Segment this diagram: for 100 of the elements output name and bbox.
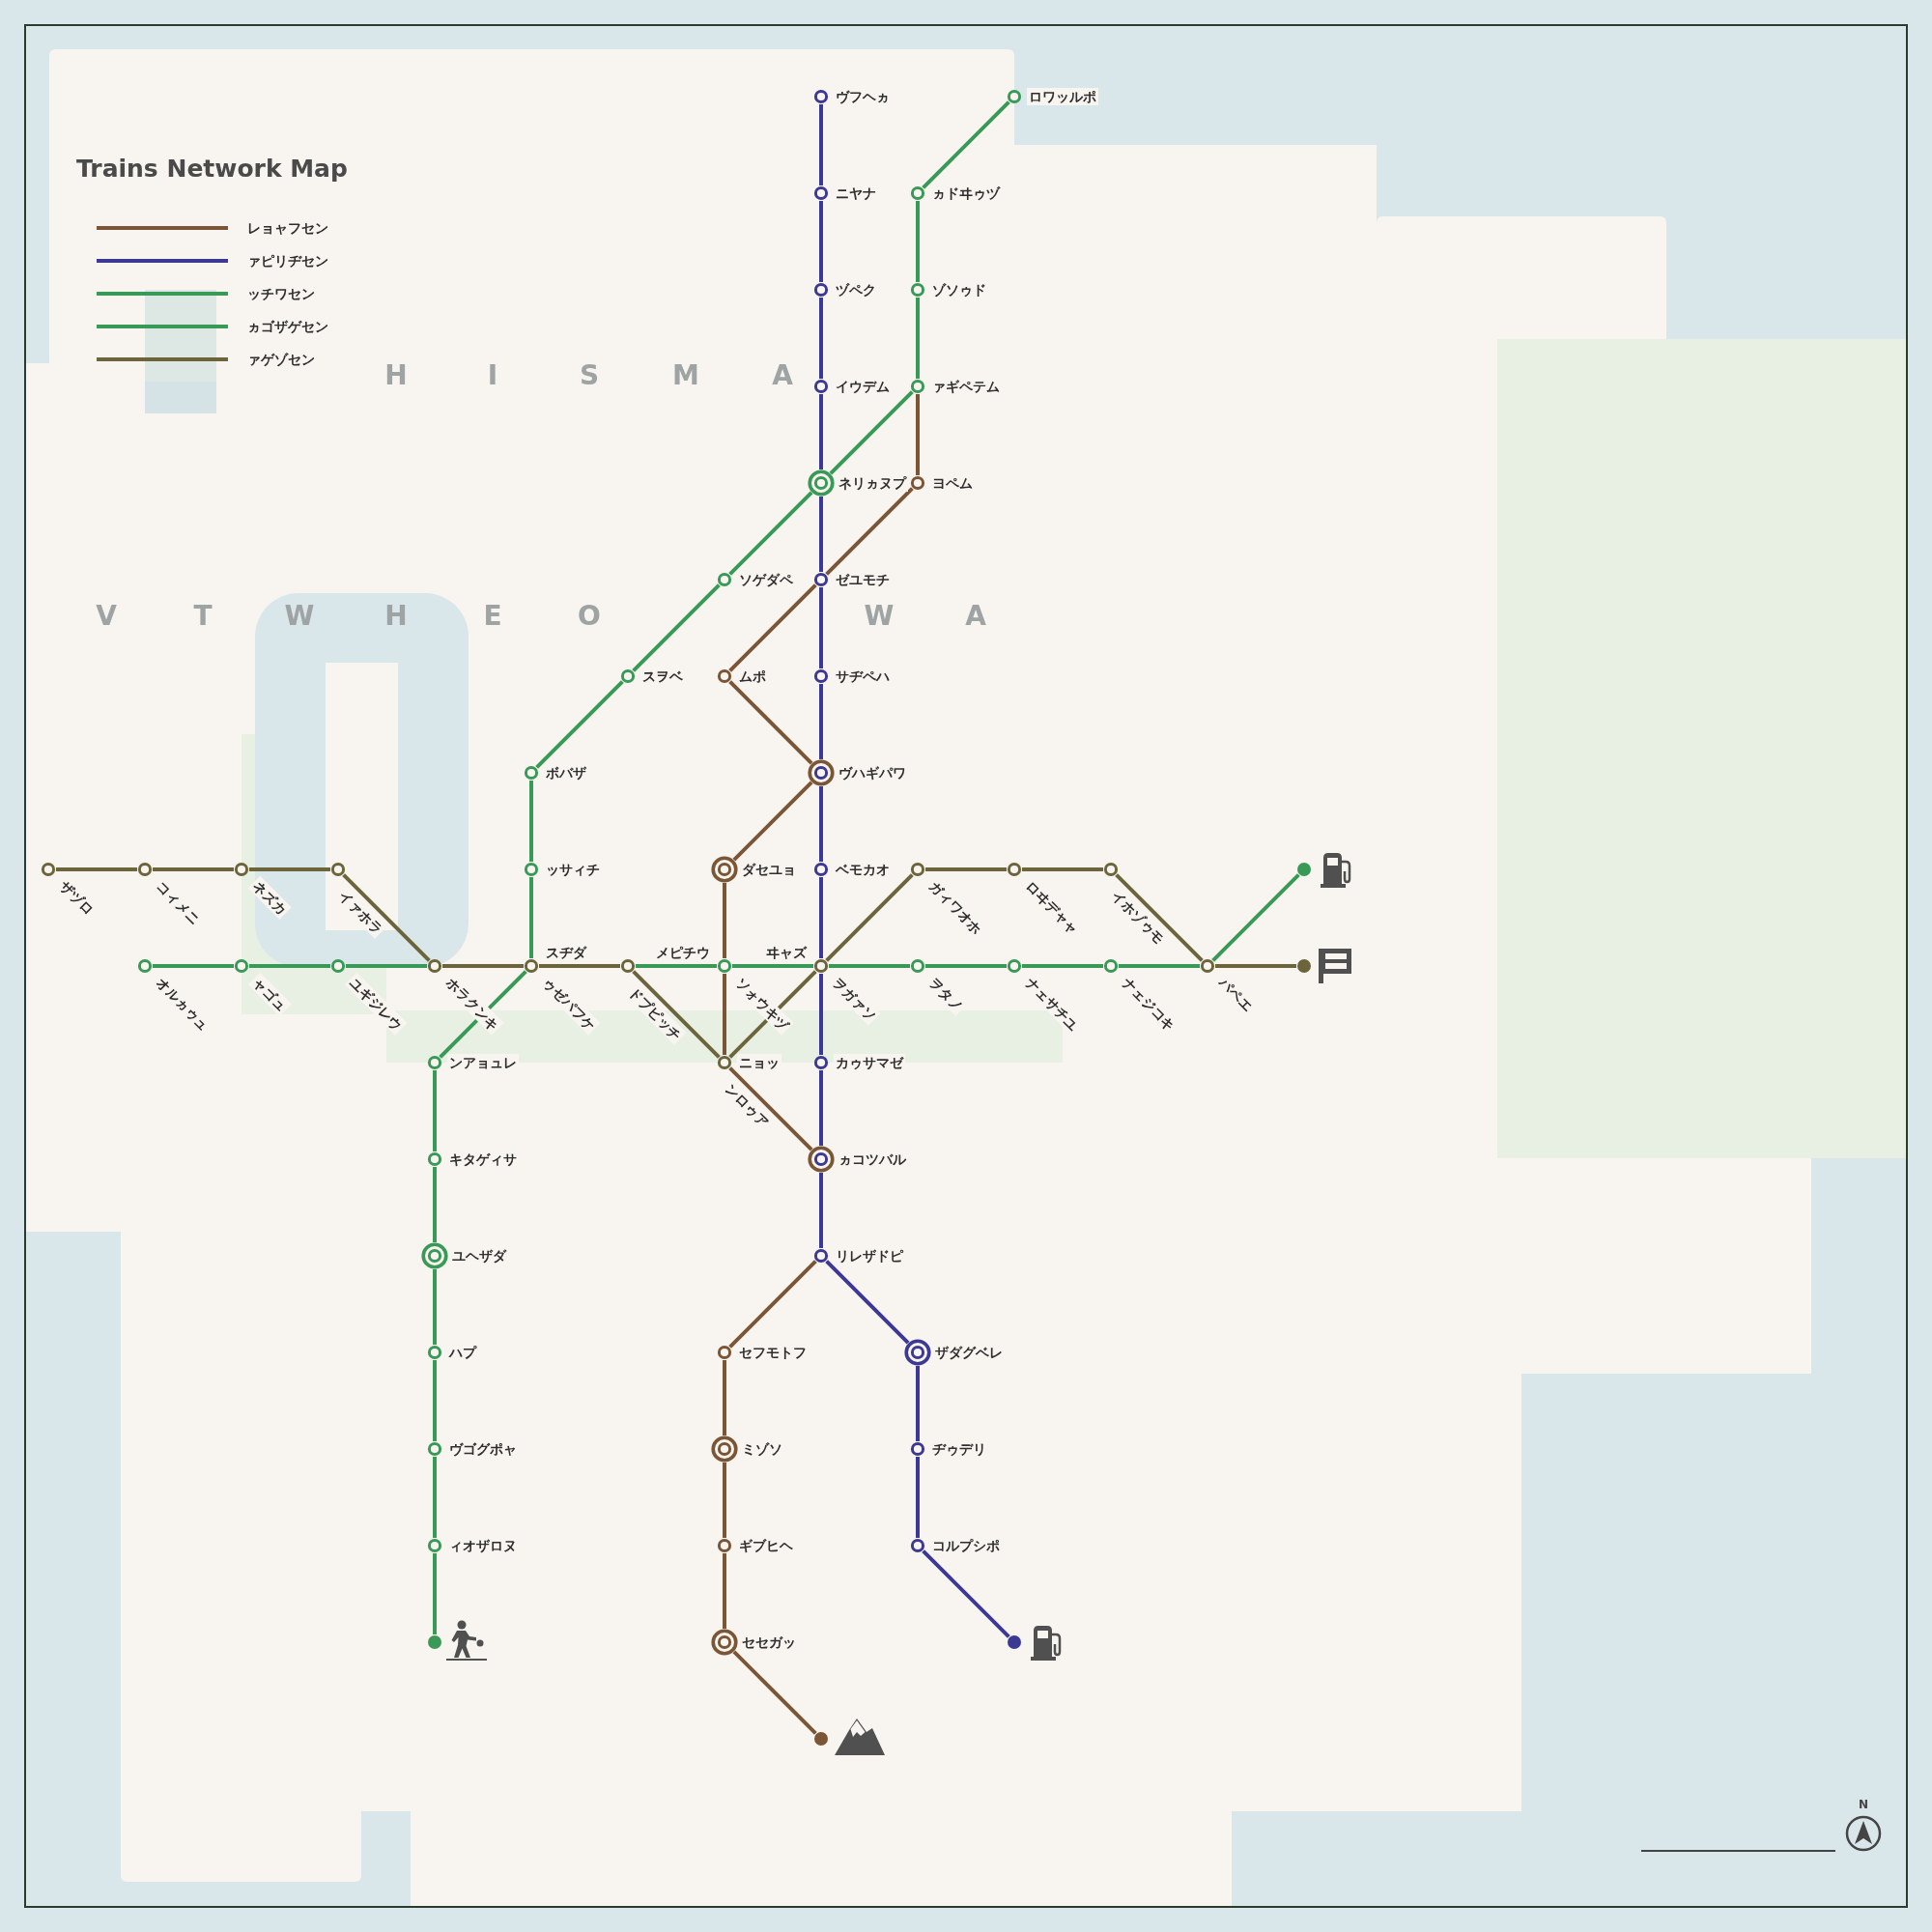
district-letter: M xyxy=(672,359,699,392)
track-line xyxy=(1211,873,1300,962)
track-line xyxy=(1119,964,1200,968)
station-circle xyxy=(813,282,829,298)
track-line xyxy=(922,100,1010,189)
station-label: ヴハギパワ xyxy=(837,764,908,781)
track-line xyxy=(723,883,726,958)
interchange-circle xyxy=(808,469,835,497)
track-line xyxy=(433,1167,437,1242)
station-label: ハプ xyxy=(447,1344,478,1361)
interchange-circle xyxy=(711,856,738,883)
track-line xyxy=(433,1457,437,1538)
station-circle xyxy=(524,958,539,974)
district-letter: A xyxy=(965,600,986,633)
station-circle xyxy=(234,958,249,974)
track-line xyxy=(1215,964,1296,968)
station-label: ユヘザダ xyxy=(450,1247,508,1264)
legend-label: ヵゴザゲセン xyxy=(247,318,328,335)
terminal-dot xyxy=(813,1731,829,1747)
interchange-circle xyxy=(711,1435,738,1463)
track-line xyxy=(723,1463,726,1538)
station-label: キタゲィサ xyxy=(447,1151,519,1168)
track-line xyxy=(439,970,527,1059)
station-label: ヨペム xyxy=(930,474,975,492)
station-circle xyxy=(234,862,249,877)
station-circle xyxy=(1200,958,1215,974)
station-label: ゼユモチ xyxy=(834,571,892,588)
track-line xyxy=(728,491,813,576)
track-line xyxy=(249,964,330,968)
district-letter: W xyxy=(284,600,315,633)
station-label: コルプシポ xyxy=(930,1537,1002,1554)
track-line xyxy=(732,1650,817,1735)
station-circle xyxy=(427,1538,442,1553)
track-line xyxy=(636,964,717,968)
station-label: ヰャズ xyxy=(764,944,809,961)
interchange-circle xyxy=(711,1629,738,1656)
station-circle xyxy=(717,958,732,974)
district-letter: H xyxy=(384,600,408,633)
district-letter: H xyxy=(384,359,408,392)
station-label: スヲベ xyxy=(640,668,685,685)
station-label: セフモトフ xyxy=(737,1344,809,1361)
station-circle xyxy=(427,1151,442,1167)
track-line xyxy=(433,1269,437,1345)
map-title: Trains Network Map xyxy=(76,154,348,185)
district-letter: I xyxy=(487,359,498,392)
track-line xyxy=(819,201,823,282)
track-line xyxy=(825,873,914,962)
track-line xyxy=(819,587,823,668)
track-line xyxy=(249,867,330,871)
station-circle xyxy=(910,475,925,491)
district-letter: A xyxy=(772,359,793,392)
track-line xyxy=(433,1553,437,1634)
station-circle xyxy=(813,89,829,104)
station-label: ザダグベレ xyxy=(933,1344,1005,1361)
station-circle xyxy=(813,1248,829,1264)
station-circle xyxy=(330,862,346,877)
station-circle xyxy=(813,379,829,394)
station-circle xyxy=(910,862,925,877)
track-line xyxy=(529,781,533,862)
track-line xyxy=(732,781,813,862)
station-label: サヂペハ xyxy=(834,668,892,685)
station-circle xyxy=(1007,958,1022,974)
station-circle xyxy=(813,572,829,587)
track-line xyxy=(153,964,234,968)
district-letter: O xyxy=(578,600,601,633)
terminal-dot xyxy=(1007,1634,1022,1650)
station-circle xyxy=(910,1441,925,1457)
station-circle xyxy=(137,862,153,877)
track-line xyxy=(728,583,817,672)
station-label: ムポ xyxy=(737,668,768,685)
track-line xyxy=(819,1070,823,1146)
track-line xyxy=(723,1360,726,1435)
track-line xyxy=(819,1173,823,1248)
station-circle xyxy=(813,185,829,201)
legend-label: ァゲゾセン xyxy=(247,351,315,368)
station-circle xyxy=(717,1538,732,1553)
terminal-dot xyxy=(427,1634,442,1650)
track-line xyxy=(732,964,813,968)
station-circle xyxy=(1007,862,1022,877)
district-letter: W xyxy=(864,600,895,633)
track-line xyxy=(723,1553,726,1629)
station-label: ソゲダペ xyxy=(737,571,795,588)
station-label: ネリヵヌプ xyxy=(837,474,908,492)
station-label: イウデム xyxy=(834,378,892,395)
interchange-circle xyxy=(421,1242,448,1269)
track-line xyxy=(723,974,726,1055)
district-letter: T xyxy=(193,600,213,633)
station-label: ボバザ xyxy=(544,764,588,781)
station-label: スヂダ xyxy=(544,944,588,961)
track-line xyxy=(1115,873,1204,962)
station-label: ベモカオ xyxy=(834,861,892,878)
station-circle xyxy=(910,958,925,974)
interchange-circle xyxy=(808,759,835,786)
station-circle xyxy=(137,958,153,974)
track-line xyxy=(728,1260,817,1349)
interchange-circle xyxy=(904,1339,931,1366)
track-line xyxy=(925,964,1007,968)
terminal-dot xyxy=(1296,862,1312,877)
station-circle xyxy=(427,1345,442,1360)
station-circle xyxy=(813,958,829,974)
